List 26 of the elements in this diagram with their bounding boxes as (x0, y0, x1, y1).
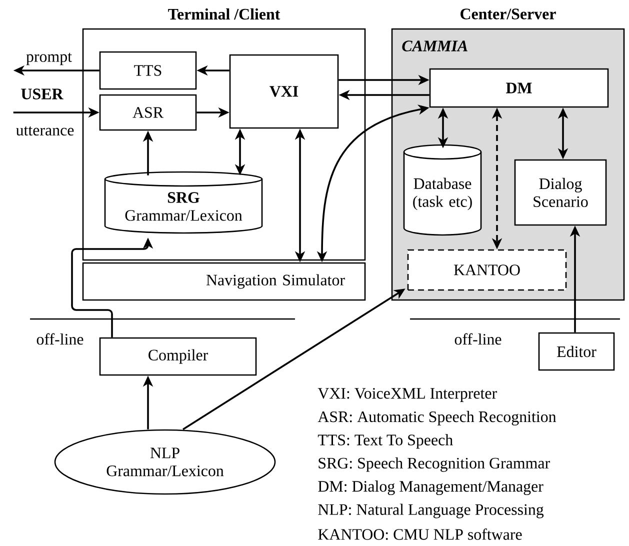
module-box: Navigation Simulator (82, 262, 366, 301)
system-label: CAMMIA (402, 40, 468, 52)
database-cylinder: SRG Grammar/Lexicon (104, 171, 263, 234)
panel-heading: Terminal /Client (168, 8, 280, 20)
user-label: USER (21, 88, 64, 100)
glossary-line: SRG: Speech Recognition Grammar (318, 457, 550, 472)
offline-label: off-line (454, 333, 502, 345)
module-box: Editor (538, 332, 615, 371)
glossary-line: DM: Dialog Management/Manager (318, 480, 544, 496)
module-box: TTS (99, 51, 197, 90)
module-box: VXI (229, 54, 339, 129)
panel-heading: Center/Server (460, 8, 556, 20)
edge-label: prompt (26, 52, 72, 66)
module-box: ASR (99, 94, 197, 131)
glossary-line: VXI: VoiceXML Interpreter (318, 388, 497, 402)
module-box: DM (429, 68, 609, 108)
edge-label: utterance (16, 126, 74, 136)
module-box: Compiler (99, 337, 257, 376)
glossary-line: KANTOO: CMU NLP software (318, 528, 522, 540)
glossary-line: TTS: Text To Speech (318, 434, 453, 449)
glossary-line: ASR: Automatic Speech Recognition (318, 410, 556, 426)
module-box: Dialog Scenario (514, 159, 607, 226)
database-cylinder: Database (task etc) (403, 144, 482, 236)
glossary-line: NLP: Natural Language Processing (318, 504, 544, 518)
module-box: KANTOO (407, 249, 567, 291)
offline-label: off-line (36, 333, 84, 345)
